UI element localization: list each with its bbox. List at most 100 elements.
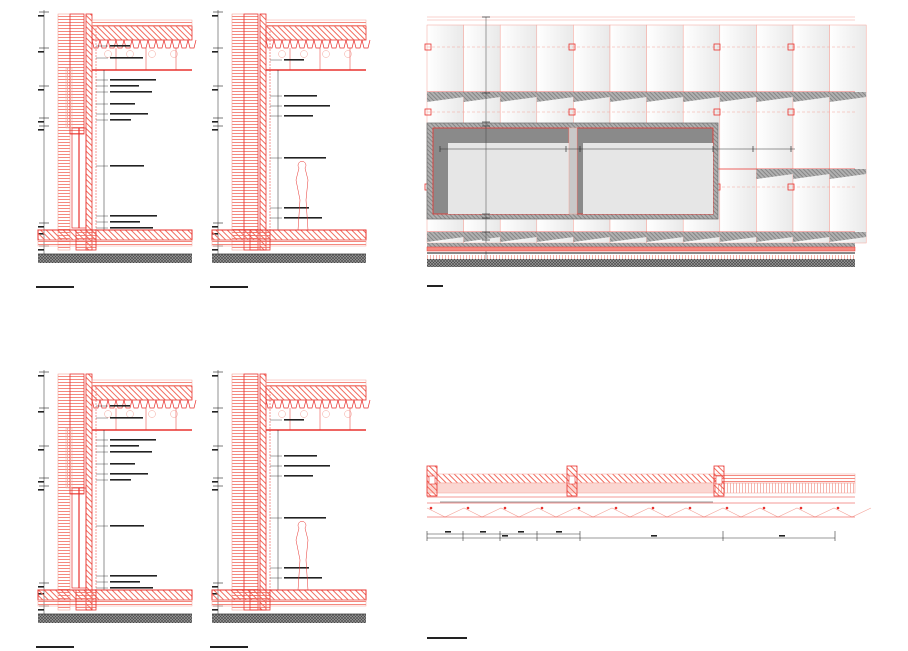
service-duct <box>170 410 178 418</box>
section-details <box>36 10 371 648</box>
service-duct <box>278 50 286 58</box>
ground-floor-slab <box>211 589 367 601</box>
ribbed-slab <box>91 39 197 49</box>
bracket-fixing <box>424 108 432 116</box>
panel-shadow <box>829 169 867 179</box>
annotation-text <box>110 85 139 87</box>
level-label <box>212 226 218 228</box>
panel-shadow <box>793 92 830 102</box>
drawing-caption <box>36 286 74 288</box>
annotation-text <box>110 113 148 115</box>
panel-shadow <box>756 169 793 179</box>
level-label <box>38 129 44 131</box>
annotation-text <box>110 587 153 589</box>
annotation-text <box>110 439 156 441</box>
panel-fixing-point <box>688 506 692 510</box>
foundation-beam <box>75 229 97 251</box>
annotation-text <box>110 45 130 47</box>
human-figure-scale <box>295 521 309 591</box>
annotation-text <box>284 465 330 467</box>
service-duct <box>322 410 330 418</box>
wall-layer <box>713 473 856 484</box>
floor-insulation <box>37 599 193 607</box>
annotation-text <box>110 215 157 217</box>
annotation-text <box>110 165 144 167</box>
panel-shadow <box>829 232 867 242</box>
ground-soil <box>38 254 192 263</box>
ribbed-slab <box>265 39 371 49</box>
service-duct <box>126 410 134 418</box>
annotation-text <box>284 157 326 159</box>
panel-shadow <box>573 92 610 102</box>
panel-fixing-point <box>614 506 618 510</box>
annotation-text <box>284 567 309 569</box>
drawing-caption <box>427 285 443 287</box>
annotation-text <box>110 417 143 419</box>
annotation-text <box>110 103 135 105</box>
floor-slab <box>91 385 193 401</box>
annotation-text <box>110 581 140 583</box>
masonry-wall <box>243 373 259 611</box>
panel-shadow <box>536 92 574 102</box>
facade-plan-strip <box>426 465 872 639</box>
service-duct <box>170 50 178 58</box>
annotation-text <box>284 577 322 579</box>
sunshade <box>65 427 73 489</box>
column-core <box>715 475 723 485</box>
level-label <box>212 375 218 377</box>
level-label <box>212 121 218 123</box>
annotation-text <box>284 455 317 457</box>
panel-shadow <box>500 92 537 102</box>
panel-fixing-point <box>762 506 766 510</box>
service-duct <box>148 410 156 418</box>
bracket-fixing <box>787 108 795 116</box>
ribbed-slab <box>91 399 197 409</box>
panel-fixing-point <box>540 506 544 510</box>
annotation-text <box>110 575 157 577</box>
panel-shadow <box>756 232 793 242</box>
annotation-text <box>110 463 135 465</box>
annotation-text <box>110 79 156 81</box>
bracket-fixing <box>568 108 576 116</box>
floor-finish <box>91 19 193 27</box>
drawing-caption <box>36 646 74 648</box>
masonry-wall <box>243 13 259 251</box>
wall-section-detail <box>36 370 197 648</box>
annotation-text <box>110 445 139 447</box>
service-duct <box>278 410 286 418</box>
service-duct <box>148 50 156 58</box>
floor-insulation <box>211 239 367 247</box>
floor-finish <box>265 19 367 27</box>
human-figure-scale <box>295 161 309 231</box>
window-glass-right <box>583 143 713 214</box>
panel-shadow <box>610 92 647 102</box>
level-label <box>38 51 44 53</box>
panel-shadow <box>683 92 720 102</box>
wall-section-detail <box>210 370 371 648</box>
service-duct <box>300 50 308 58</box>
panel-outline-zigzag <box>426 507 872 518</box>
drainage-layer <box>427 255 855 259</box>
level-label <box>38 89 44 91</box>
level-label <box>38 15 44 17</box>
ground-floor-slab <box>37 589 193 601</box>
level-label <box>38 375 44 377</box>
annotation-text <box>284 115 313 117</box>
drawing-caption <box>427 637 467 639</box>
annotation-text <box>110 525 144 527</box>
facade-cladding <box>57 13 71 251</box>
level-label <box>212 411 218 413</box>
level-label <box>212 481 218 483</box>
dimension-label <box>518 531 524 533</box>
column-core <box>428 475 436 485</box>
ground-soil <box>38 614 192 623</box>
annotation-text <box>110 451 152 453</box>
panel-shadow <box>646 232 684 242</box>
ribbed-slab <box>265 399 371 409</box>
ground-floor-slab <box>211 229 367 241</box>
panel-shadow <box>683 232 720 242</box>
panel-fixing-point <box>651 506 655 510</box>
dimension-label <box>556 531 562 533</box>
level-label <box>38 609 44 611</box>
level-label <box>212 449 218 451</box>
